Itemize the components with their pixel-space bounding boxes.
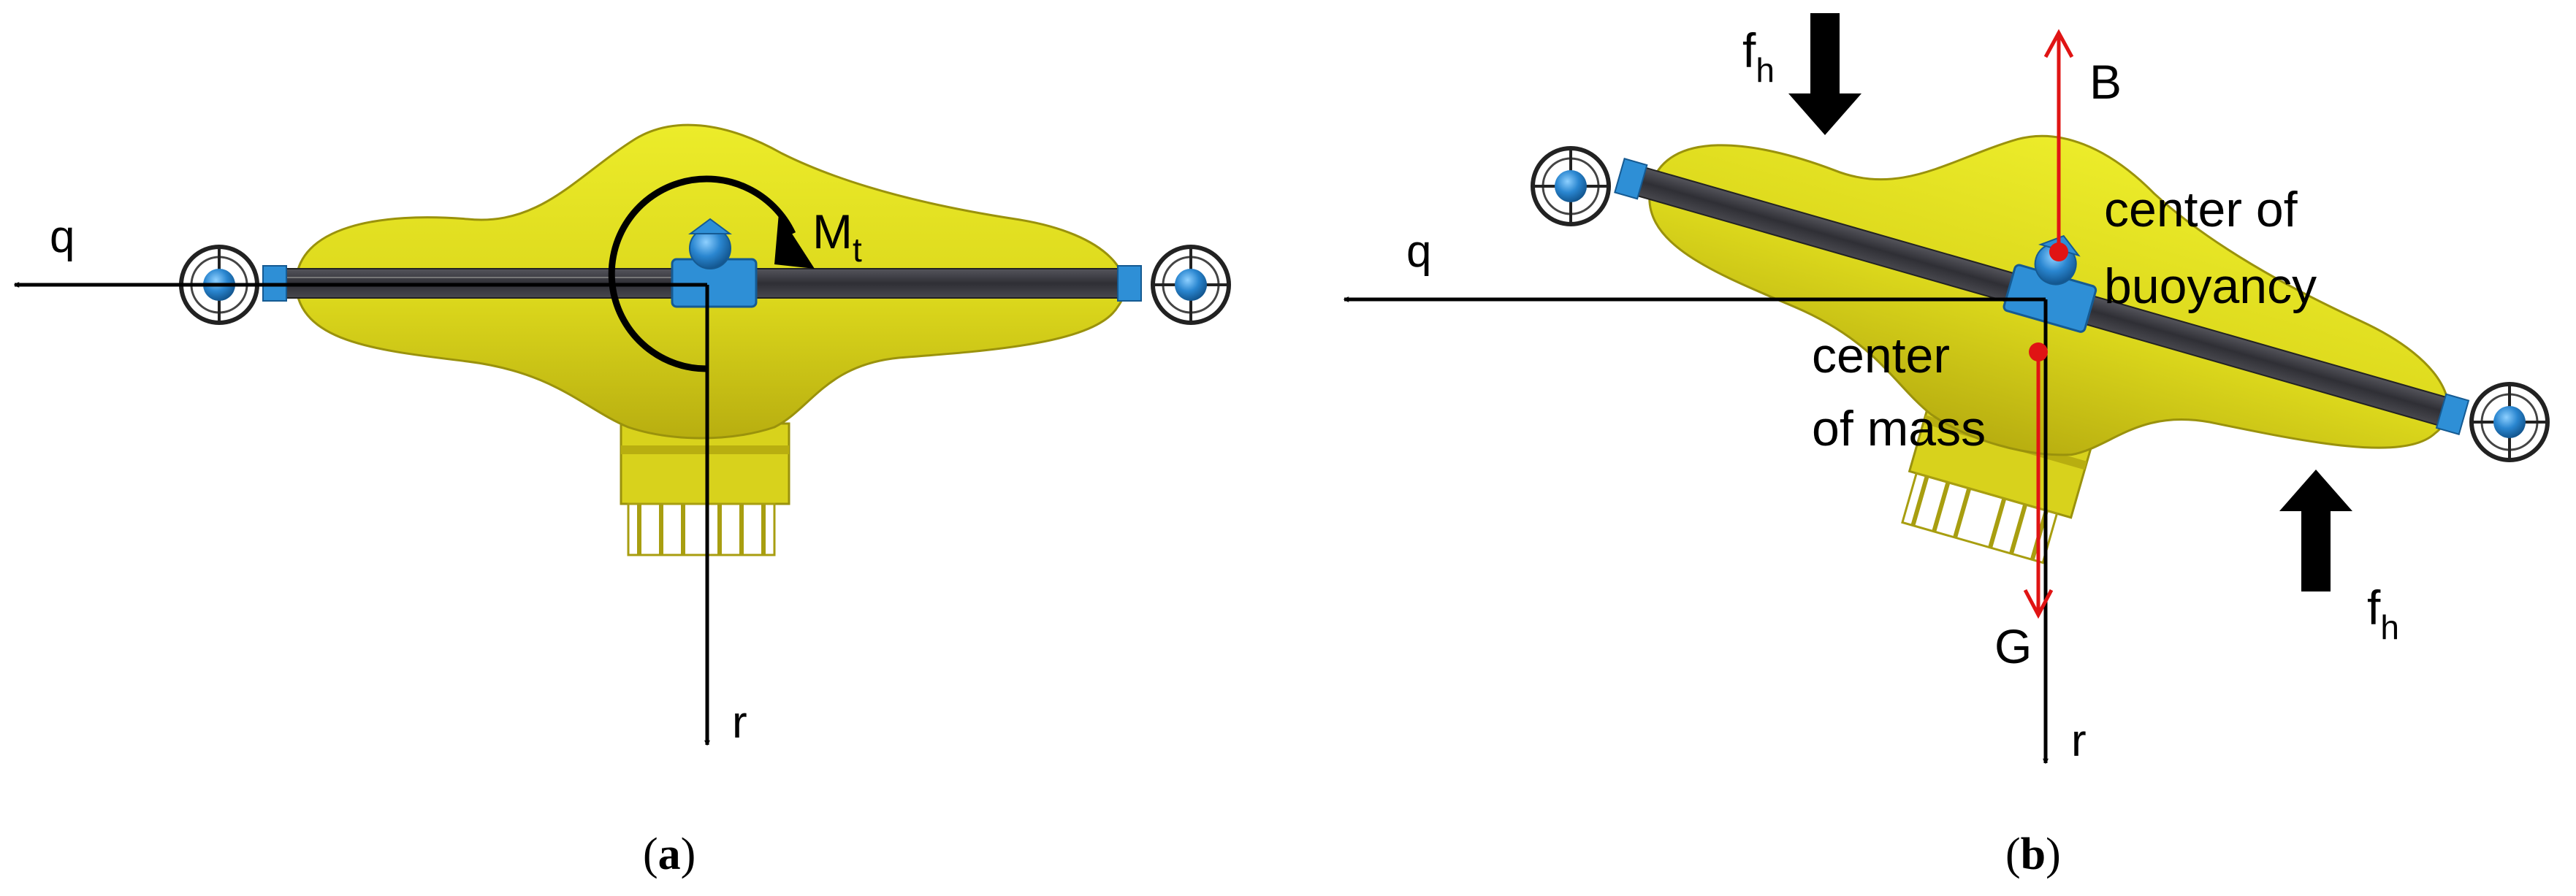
axis-q-label: q	[50, 212, 75, 262]
center-of-buoyancy-label: center of buoyancy	[2104, 182, 2317, 314]
moment-arc	[608, 175, 796, 372]
axis-q-label: q	[1406, 226, 1431, 277]
buoyancy-label: B	[2089, 55, 2122, 109]
center-of-mass-point	[2029, 342, 2048, 361]
panel-b: q r B G center of buoyancy center of mas…	[1344, 13, 2550, 879]
force-bottom-arrow	[2279, 470, 2352, 591]
panel-a: q r Mt (a)	[15, 123, 1231, 879]
center-of-buoyancy-point	[2049, 242, 2068, 261]
buoyancy-arrowhead	[2043, 28, 2074, 58]
central-hub	[671, 218, 758, 308]
gravity-arrowhead	[2023, 589, 2054, 619]
right-thruster-icon	[1151, 245, 1231, 325]
caption-b: (b)	[2005, 830, 2061, 879]
force-top-label: fh	[1742, 23, 1775, 89]
axis-r-label: r	[2071, 716, 2087, 766]
left-thruster-icon	[1531, 146, 1611, 226]
gravity-label: G	[1994, 619, 2032, 673]
moment-arrowhead	[774, 213, 815, 269]
force-bottom-label: fh	[2367, 581, 2399, 646]
center-of-mass-label: center of mass	[1812, 328, 1986, 456]
moment-label: Mt	[812, 204, 862, 269]
caption-a: (a)	[643, 830, 696, 879]
axis-r-label: r	[732, 697, 747, 748]
force-top-arrow	[1788, 13, 1861, 135]
right-thruster-icon	[2469, 382, 2550, 462]
sensor-cage	[620, 422, 790, 556]
